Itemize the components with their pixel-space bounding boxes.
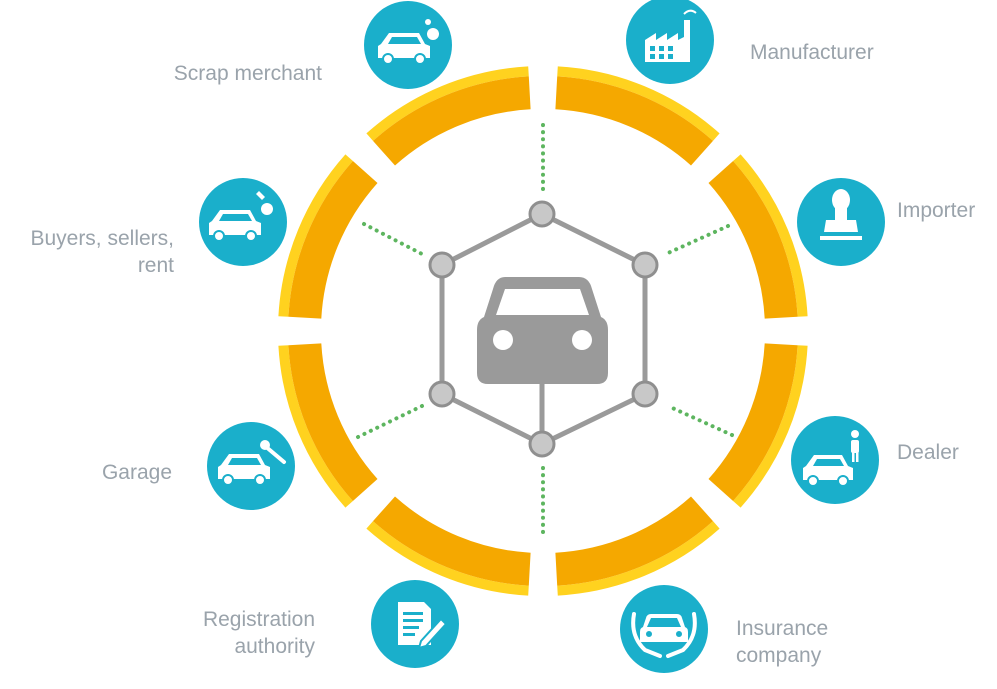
hub-node bbox=[428, 380, 456, 408]
segmented-ring bbox=[278, 66, 808, 596]
hub-node bbox=[528, 200, 556, 228]
dotted-connector bbox=[666, 224, 730, 255]
stakeholder-icon-manufacturer bbox=[626, 0, 714, 84]
stakeholder-icon-importer bbox=[797, 178, 885, 266]
ring-segment-registration-authority bbox=[366, 496, 531, 596]
ring-segment-insurance-company bbox=[555, 496, 720, 596]
car-person-icon bbox=[803, 430, 859, 487]
label-scrap-merchant: Scrap merchant bbox=[173, 62, 322, 85]
ring-segment-buyers-sellers-rent bbox=[278, 154, 378, 319]
car-hands-icon bbox=[631, 612, 697, 658]
car-front-icon bbox=[477, 277, 608, 384]
label-buyers-sellers-rent: Buyers, sellers, rent bbox=[30, 227, 174, 277]
stakeholder-icon-insurance-company bbox=[620, 585, 708, 673]
car-wrench-icon bbox=[218, 440, 286, 486]
stakeholder-icon-registration-authority bbox=[371, 580, 459, 668]
car-smoke-icon bbox=[378, 19, 439, 65]
dotted-connector bbox=[666, 404, 734, 437]
label-dealer: Dealer bbox=[897, 441, 959, 464]
hub-node bbox=[631, 380, 659, 408]
stakeholder-icon-scrap-merchant bbox=[364, 1, 452, 89]
hub-node bbox=[528, 430, 556, 458]
dotted-connector bbox=[356, 404, 424, 439]
ring-segment-dealer bbox=[708, 343, 808, 508]
ring-segment-garage bbox=[278, 343, 378, 508]
stakeholder-icon-buyers bbox=[199, 178, 287, 266]
label-garage: Garage bbox=[101, 461, 172, 484]
car-key-icon bbox=[209, 191, 273, 242]
ring-segment-manufacturer bbox=[555, 66, 720, 166]
hub-nodes bbox=[428, 200, 659, 458]
label-registration-authority: Registration authority bbox=[202, 608, 315, 658]
factory-icon bbox=[645, 9, 697, 62]
label-importer: Importer bbox=[897, 199, 976, 222]
central-hub bbox=[428, 200, 659, 458]
hub-node bbox=[631, 251, 659, 279]
stamp-icon bbox=[820, 189, 862, 240]
stakeholder-icon-dealer bbox=[791, 416, 879, 504]
label-manufacturer: Manufacturer bbox=[750, 41, 874, 64]
dotted-connectors bbox=[356, 123, 734, 540]
stakeholder-icon-garage bbox=[207, 422, 295, 510]
hub-node bbox=[428, 251, 456, 279]
label-insurance-company: Insurance company bbox=[736, 617, 829, 667]
document-pen-icon bbox=[398, 602, 448, 650]
ring-segment-importer bbox=[708, 154, 808, 319]
dotted-connector bbox=[362, 222, 424, 256]
ring-segment-scrap-merchant bbox=[366, 66, 531, 166]
